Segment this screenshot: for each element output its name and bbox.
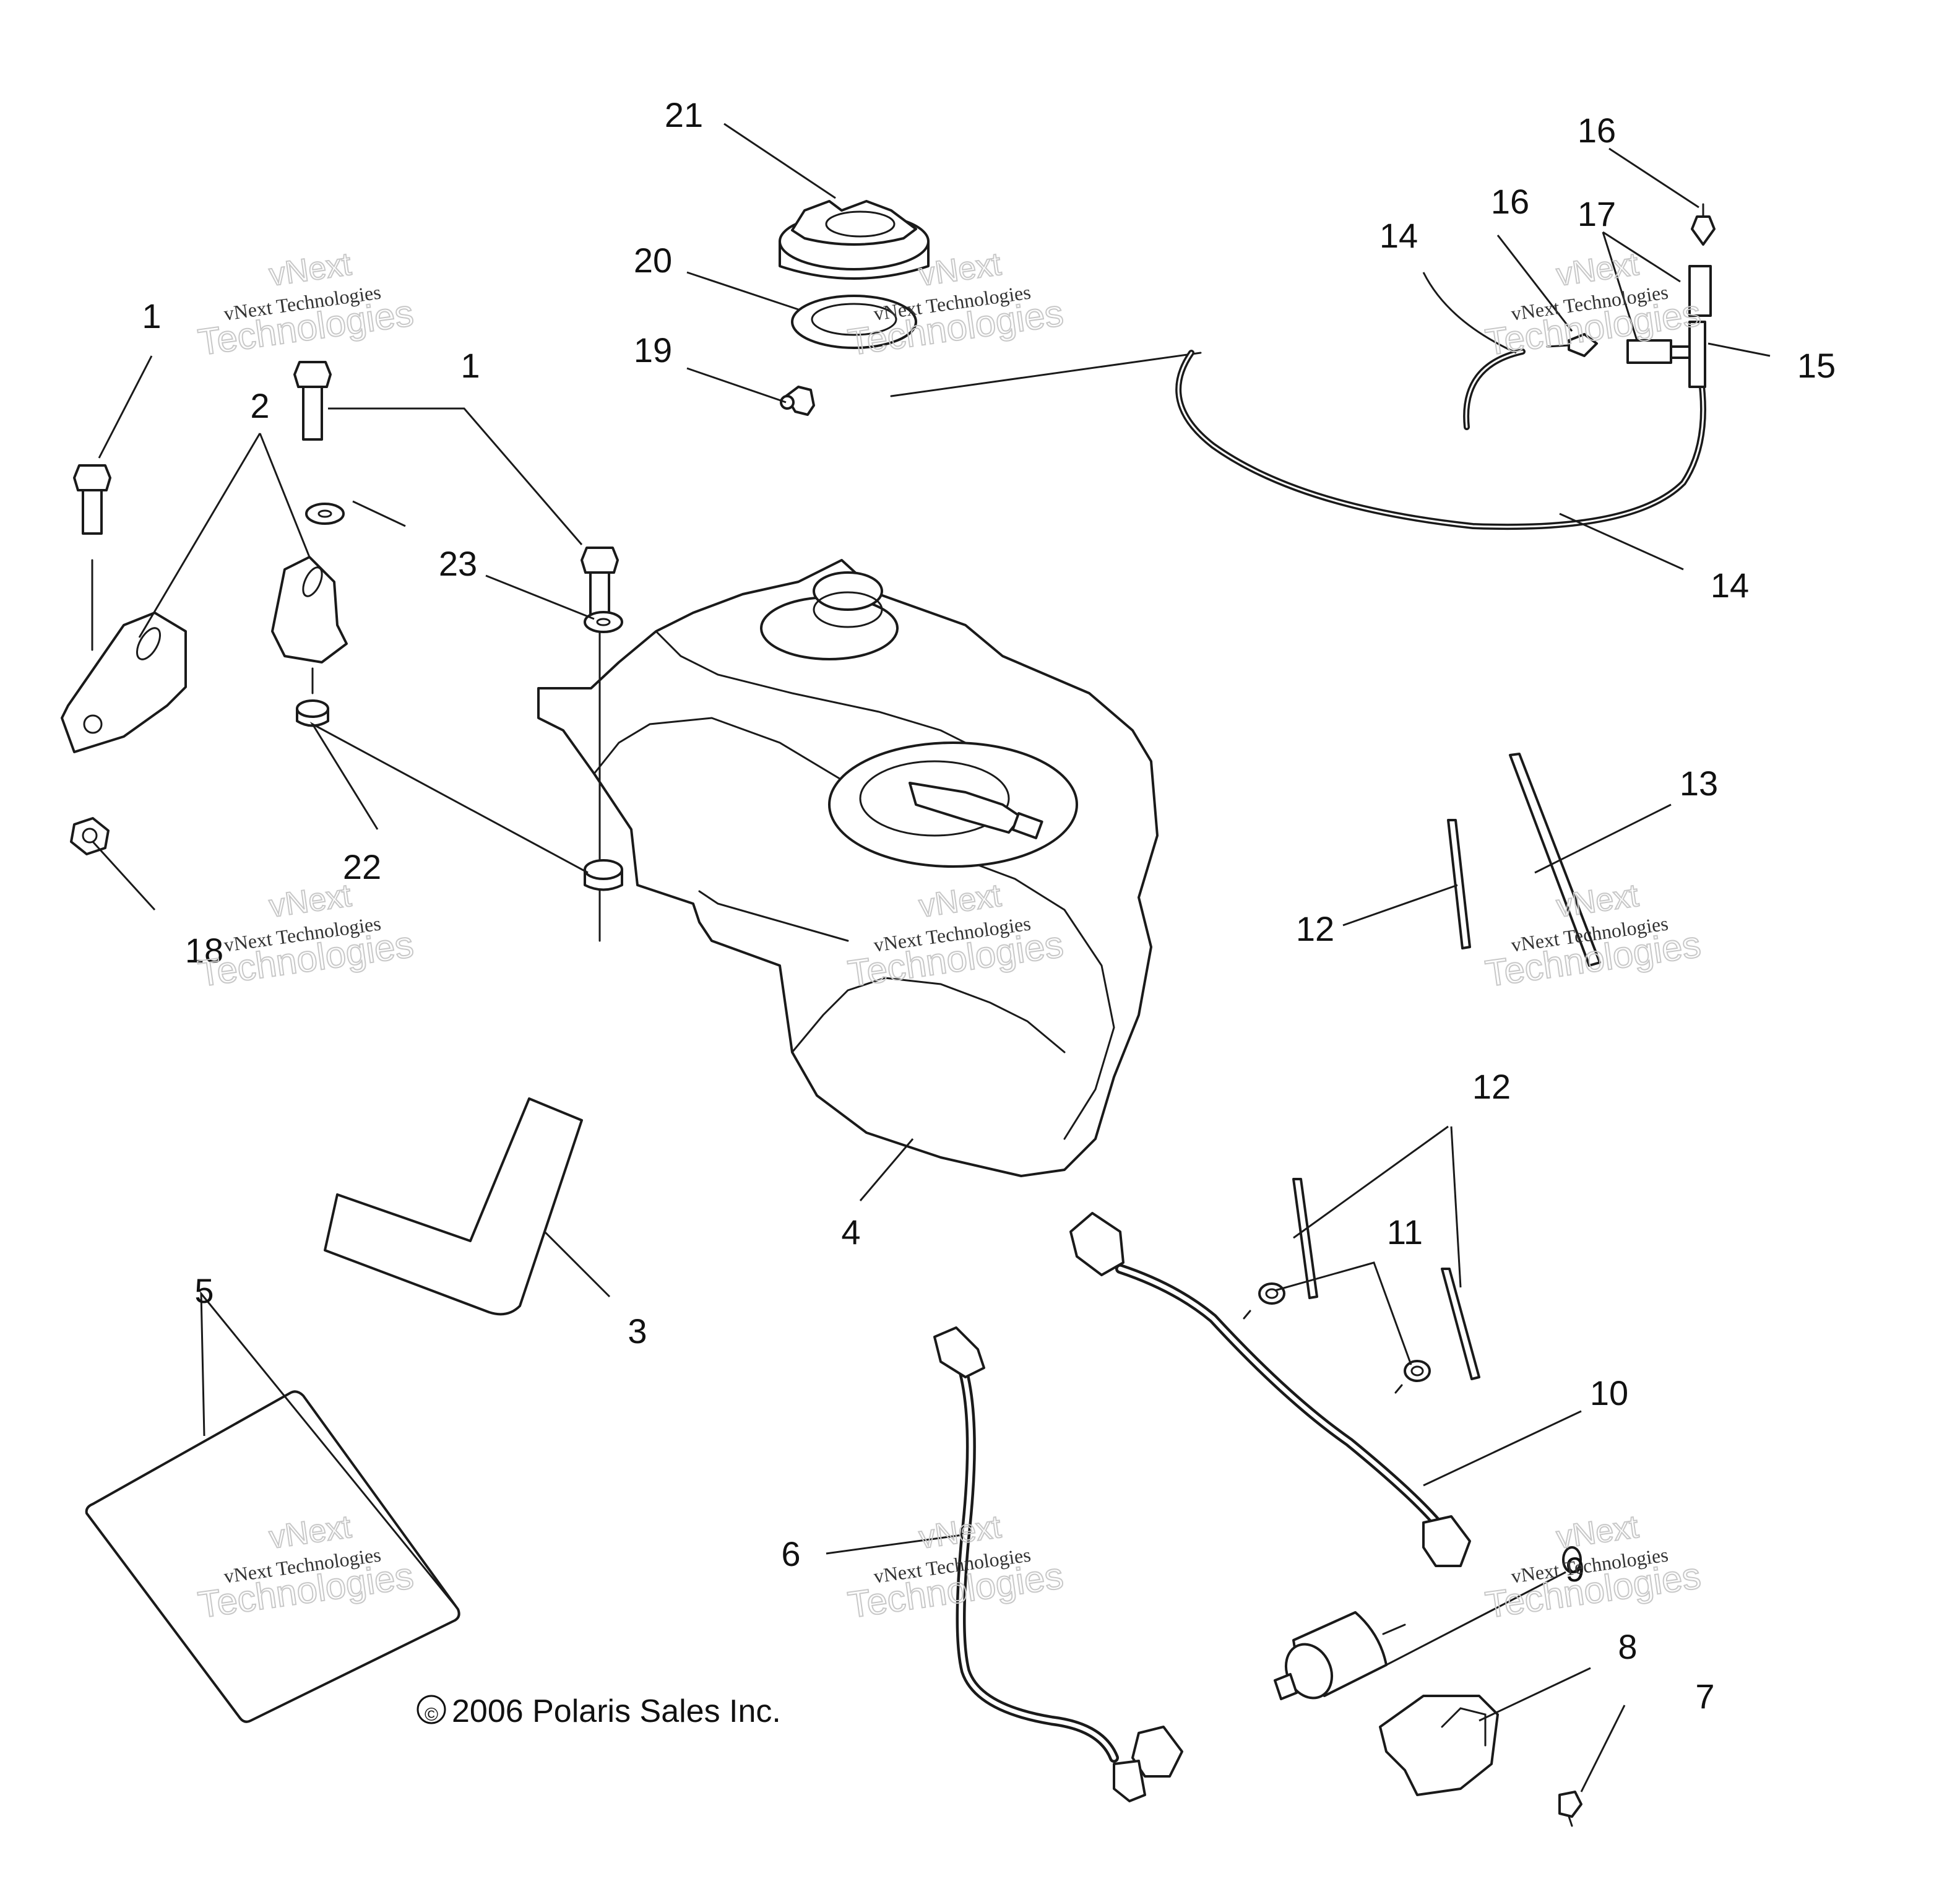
callout-20: 20 <box>634 241 672 280</box>
callout-14-upper: 14 <box>1379 216 1418 255</box>
hose-clamp-upper-part <box>1243 1282 1285 1320</box>
watermark-bottom-right: vNext vNext Technologies Technologies <box>1482 1508 1704 1627</box>
clip-fitting-part <box>780 386 815 416</box>
fuel-filter-part <box>1274 1546 1582 1700</box>
flat-pad-part <box>85 1390 460 1723</box>
bracket-left-part <box>61 612 187 753</box>
callout-12-lower: 12 <box>1472 1067 1511 1106</box>
callout-6: 6 <box>781 1534 800 1573</box>
long-cable-tie-part <box>1509 753 1601 967</box>
callout-22: 22 <box>343 847 381 886</box>
cable-tie-lower-left-part <box>1292 1178 1318 1299</box>
washer-upper-part <box>305 503 345 525</box>
angled-pad-part <box>324 1097 583 1316</box>
fuel-line-part <box>933 1326 1183 1802</box>
callout-21: 21 <box>665 95 703 134</box>
bolt-left-part <box>73 464 111 651</box>
cable-tie-lower-right-part <box>1441 1268 1480 1380</box>
copyright-text: 2006 Polaris Sales Inc. <box>452 1693 781 1729</box>
grommet-left-part <box>296 667 329 727</box>
callout-10: 10 <box>1590 1373 1628 1412</box>
washer-center-part <box>584 611 623 633</box>
bolt-center-part <box>293 361 332 441</box>
callout-18: 18 <box>185 931 223 970</box>
copyright-notice: © 2006 Polaris Sales Inc. <box>417 1693 781 1729</box>
callout-1-left: 1 <box>142 296 161 335</box>
callout-2: 2 <box>250 386 269 425</box>
copyright-symbol: © <box>425 1705 438 1725</box>
callout-14-lower: 14 <box>1711 566 1749 605</box>
screw-part <box>1558 1791 1582 1827</box>
callout-16-top: 16 <box>1578 111 1616 150</box>
grommet-right-part <box>584 859 623 891</box>
leader-lines <box>92 123 1771 1792</box>
callout-5: 5 <box>194 1271 214 1310</box>
bracket-right-part <box>271 556 348 664</box>
fuel-cap-part <box>779 200 930 280</box>
callout-23: 23 <box>439 544 477 583</box>
callout-1-center: 1 <box>460 346 480 385</box>
cap-gasket-part <box>791 295 917 349</box>
hose-clamp-lower-part <box>1394 1360 1431 1394</box>
vent-tee-and-valves-part <box>1546 203 1716 388</box>
callout-11: 11 <box>1387 1213 1423 1251</box>
cable-tie-upper-left-part <box>1447 819 1471 949</box>
nut-part <box>70 817 110 855</box>
fuel-line-upper-part <box>1069 1212 1471 1567</box>
callout-7: 7 <box>1695 1677 1714 1716</box>
copyright-circle-icon <box>417 1695 446 1724</box>
callout-19: 19 <box>634 331 672 370</box>
filter-bracket-part <box>1379 1695 1499 1796</box>
callout-8: 8 <box>1618 1627 1637 1666</box>
callout-labels: 1 1 2 3 4 5 6 7 8 9 10 11 12 12 13 14 14… <box>142 95 1836 1716</box>
callout-4: 4 <box>841 1213 860 1251</box>
callout-17: 17 <box>1578 194 1616 233</box>
watermark-mid-right: vNext vNext Technologies Technologies <box>1482 877 1704 995</box>
vent-hose-part <box>890 348 1706 530</box>
fuel-tank-part <box>537 559 1159 1177</box>
watermark-bottom-center: vNext vNext Technologies Technologies <box>845 1508 1066 1627</box>
callout-13: 13 <box>1680 764 1718 803</box>
watermark-top-left: vNext vNext Technologies Technologies <box>195 246 417 364</box>
callout-3: 3 <box>628 1312 647 1351</box>
callout-15: 15 <box>1797 346 1836 385</box>
callout-16-middle: 16 <box>1491 182 1529 221</box>
callout-12-upper: 12 <box>1296 909 1334 948</box>
callout-9: 9 <box>1565 1550 1584 1589</box>
